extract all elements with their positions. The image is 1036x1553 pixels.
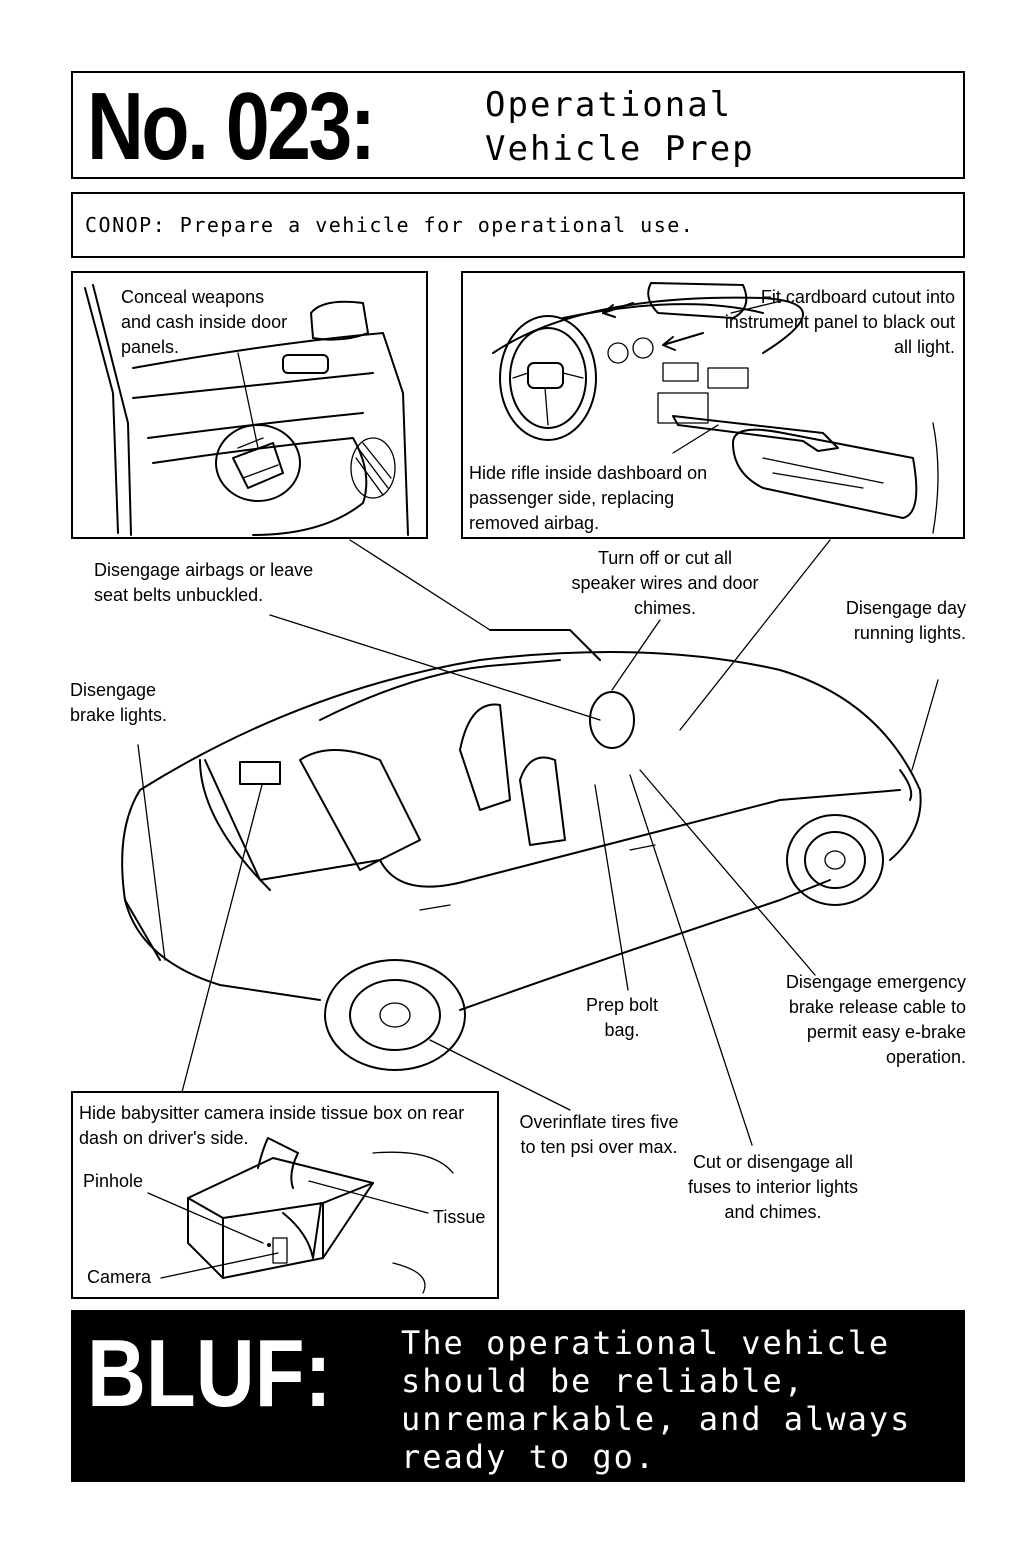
brake-lights-callout: Disengage brake lights. bbox=[70, 680, 168, 725]
title-line-2: Vehicle Prep bbox=[485, 129, 755, 169]
day-lights-callout: Disengage day running lights. bbox=[845, 598, 966, 643]
document-number: No. 023: bbox=[87, 73, 376, 180]
bluf-label: BLUF: bbox=[87, 1320, 332, 1427]
dashboard-drawing bbox=[492, 282, 939, 534]
fuses-callout: Cut or disengage all fuses to interior l… bbox=[687, 1152, 859, 1222]
tissue-box-drawing bbox=[147, 1137, 454, 1294]
title-line-1: Operational bbox=[485, 85, 733, 125]
bluf-box: BLUF: The operational vehicle should be … bbox=[71, 1310, 965, 1482]
door-panel-label: Conceal weapons and cash inside door pan… bbox=[121, 287, 288, 357]
speaker-callout: Turn off or cut all speaker wires and do… bbox=[571, 548, 759, 618]
door-drawing bbox=[84, 284, 409, 536]
camera-label: Camera bbox=[87, 1267, 152, 1287]
tissue-label: Tissue bbox=[433, 1207, 486, 1227]
cutout-label: Fit cardboard cutout into instrument pan… bbox=[724, 287, 955, 357]
door-panel-illustration: Conceal weapons and cash inside door pan… bbox=[71, 271, 428, 539]
bluf-text: The operational vehicle should be reliab… bbox=[401, 1324, 912, 1476]
emergency-brake-callout: Disengage emergency brake release cable … bbox=[785, 972, 966, 1067]
pinhole-label: Pinhole bbox=[83, 1171, 144, 1191]
dashboard-illustration: Fit cardboard cutout into instrument pan… bbox=[461, 271, 965, 539]
tissue-box-title: Hide babysitter camera inside tissue box… bbox=[79, 1103, 465, 1148]
rifle-label: Hide rifle inside dashboard on passenger… bbox=[469, 463, 708, 533]
airbags-callout: Disengage airbags or leave seat belts un… bbox=[94, 560, 314, 605]
conop-text: CONOP: Prepare a vehicle for operational… bbox=[85, 213, 695, 237]
tissue-box-illustration: Hide babysitter camera inside tissue box… bbox=[71, 1091, 499, 1299]
tires-callout: Overinflate tires five to ten psi over m… bbox=[519, 1112, 679, 1157]
bolt-bag-callout: Prep bolt bag. bbox=[585, 995, 659, 1040]
conop-box: CONOP: Prepare a vehicle for operational… bbox=[71, 192, 965, 258]
